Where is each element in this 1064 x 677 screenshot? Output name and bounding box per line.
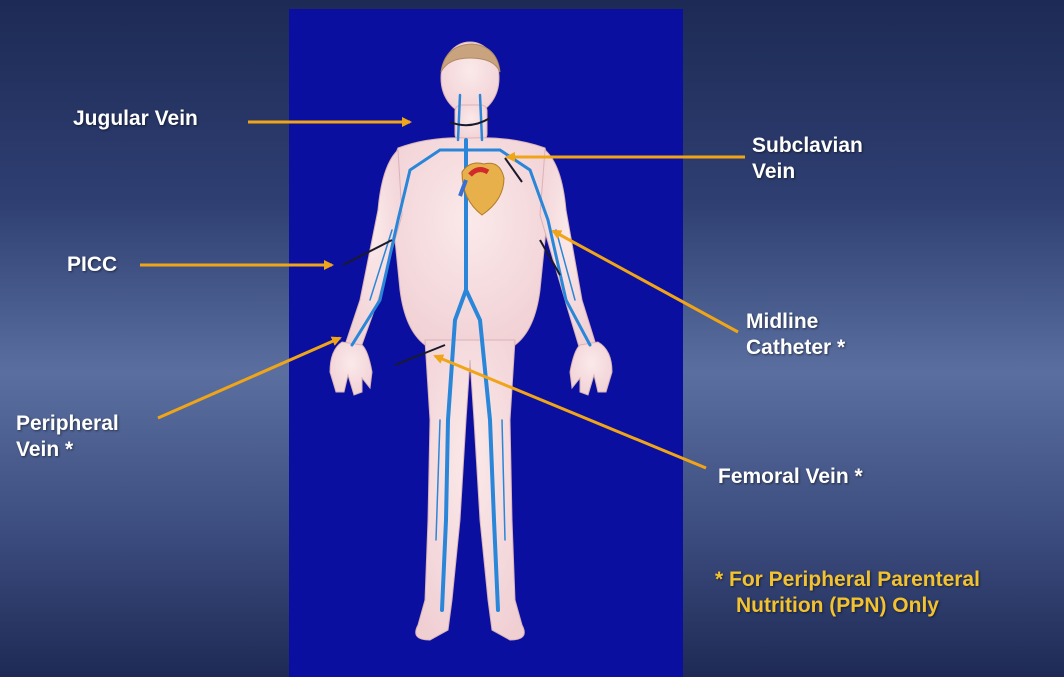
label-picc: PICC (67, 252, 117, 278)
label-picc-text: PICC (67, 252, 117, 278)
arrow-peripheral (158, 338, 340, 418)
label-femoral-vein: Femoral Vein * (718, 464, 863, 490)
label-jugular-vein: Jugular Vein (73, 106, 198, 132)
label-subclavian-line2: Vein (752, 159, 863, 185)
label-peripheral-line1: Peripheral (16, 411, 119, 437)
label-jugular-text: Jugular Vein (73, 106, 198, 132)
footnote-line2: Nutrition (PPN) Only (715, 593, 980, 619)
label-peripheral-vein: Peripheral Vein * (16, 411, 119, 463)
label-midline-catheter: Midline Catheter * (746, 309, 845, 361)
label-femoral-text: Femoral Vein * (718, 464, 863, 490)
footnote-ppn: * For Peripheral Parenteral Nutrition (P… (715, 567, 980, 619)
footnote-line1: * For Peripheral Parenteral (715, 567, 980, 593)
label-subclavian-vein: Subclavian Vein (752, 133, 863, 185)
label-midline-line1: Midline (746, 309, 845, 335)
body-silhouette (330, 42, 612, 640)
label-peripheral-line2: Vein * (16, 437, 119, 463)
label-midline-line2: Catheter * (746, 335, 845, 361)
label-subclavian-line1: Subclavian (752, 133, 863, 159)
